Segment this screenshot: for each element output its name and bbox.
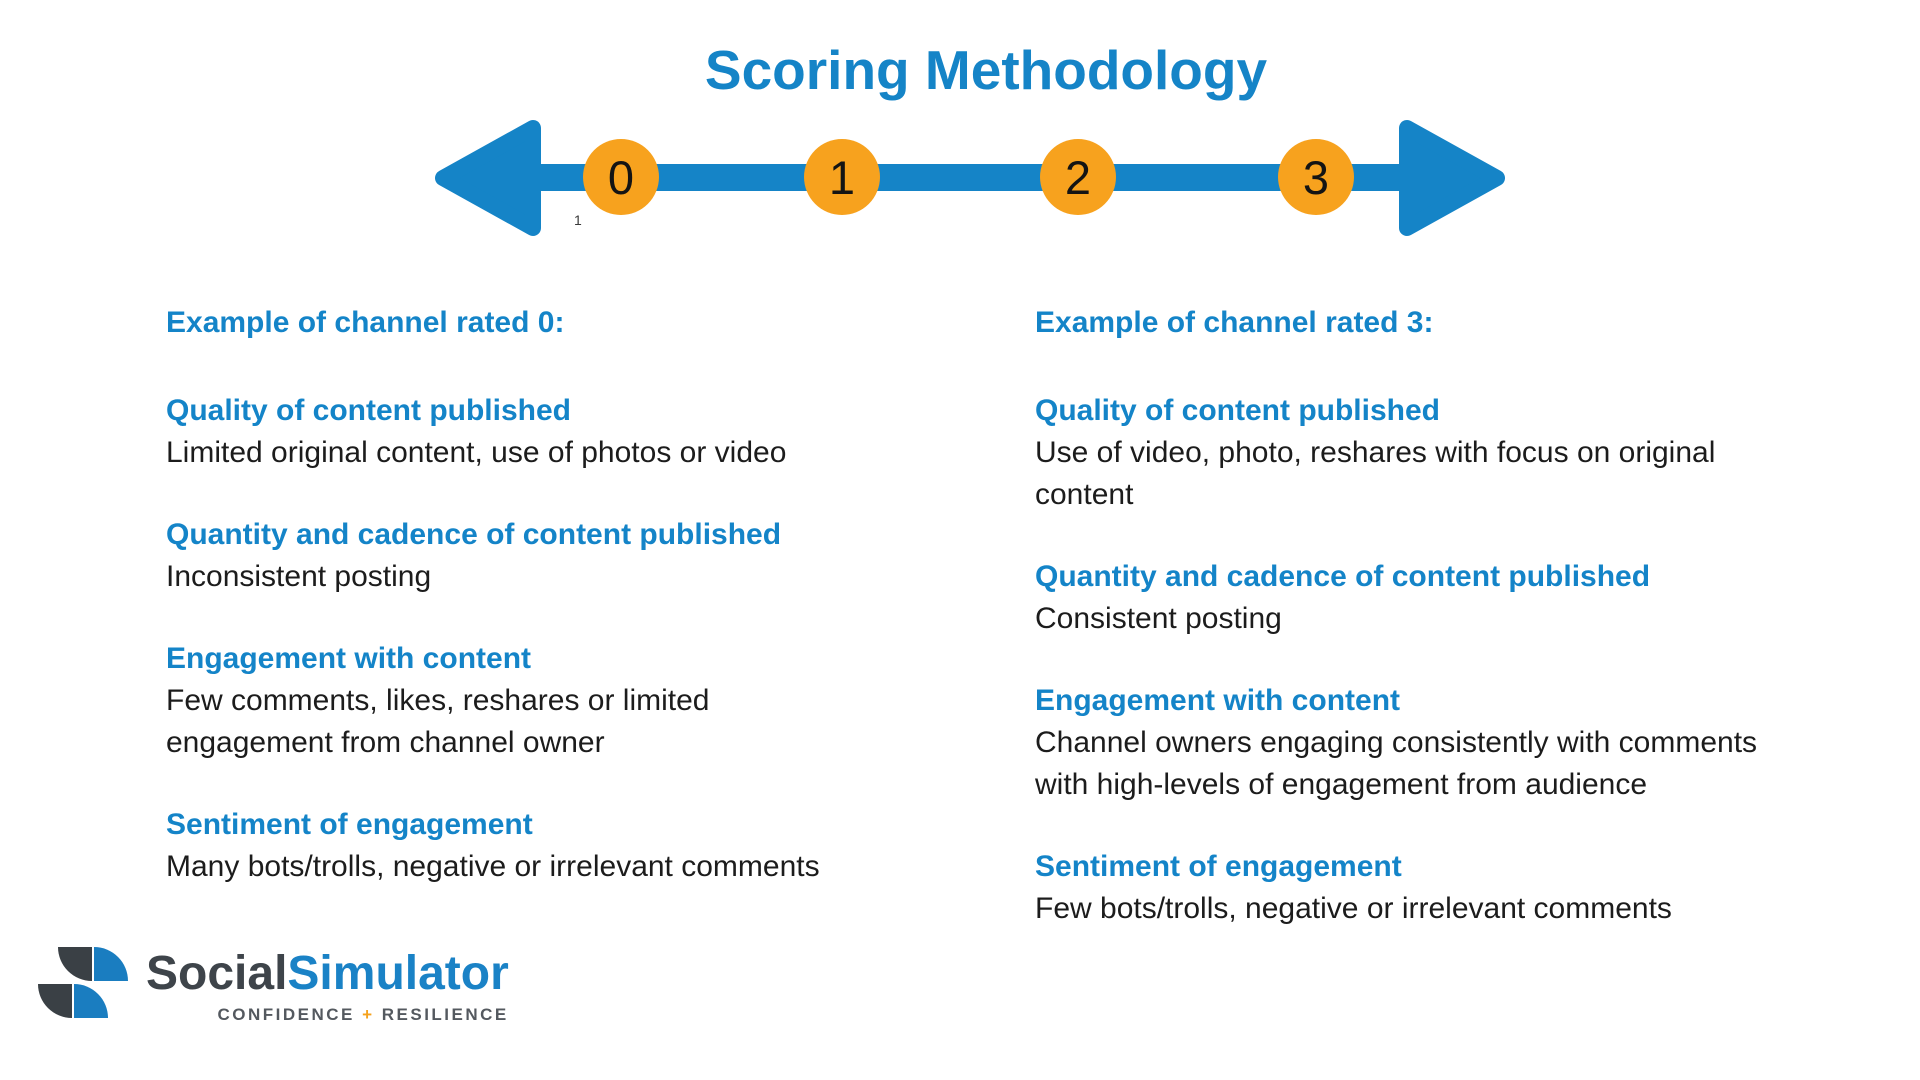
criterion-block: Quantity and cadence of content publishe… — [1035, 556, 1895, 640]
tagline-confidence: CONFIDENCE — [217, 1005, 355, 1024]
criterion-heading: Engagement with content — [1035, 684, 1401, 717]
criterion-text-line: Consistent posting — [1035, 602, 1282, 635]
criterion-text-line: Limited original content, use of photos … — [166, 436, 787, 469]
criterion-block: Quantity and cadence of content publishe… — [166, 514, 926, 598]
arrow-right-head — [1399, 120, 1505, 236]
brand-name: SocialSimulator — [146, 949, 509, 999]
logo-petal-dark-top — [58, 947, 92, 981]
logo-text: SocialSimulator CONFIDENCE + RESILIENCE — [146, 949, 509, 1025]
social-simulator-logo-icon — [38, 947, 130, 1018]
criterion-text-line: Inconsistent posting — [166, 560, 432, 593]
brand-name-simulator: Simulator — [287, 947, 509, 1000]
brand-name-social: Social — [146, 947, 288, 1000]
criterion-block: Engagement with content Channel owners e… — [1035, 680, 1895, 806]
score-marker-0-label: 0 — [607, 150, 635, 204]
brand-tagline: CONFIDENCE + RESILIENCE — [146, 1005, 509, 1025]
criterion-block: Sentiment of engagement Many bots/trolls… — [166, 804, 926, 888]
criterion-text-line: engagement from channel owner — [166, 726, 605, 759]
logo-petal-dark-bottom — [38, 984, 72, 1018]
footnote-marker: 1 — [574, 212, 582, 228]
criterion-text-line: Few bots/trolls, negative or irrelevant … — [1035, 892, 1672, 925]
criterion-block: Quality of content published Use of vide… — [1035, 390, 1895, 516]
score-marker-1: 1 — [804, 139, 880, 215]
criterion-block: Quality of content published Limited ori… — [166, 390, 926, 474]
tagline-plus-icon: + — [362, 1005, 375, 1024]
score-marker-3-label: 3 — [1302, 150, 1330, 204]
criterion-heading: Sentiment of engagement — [166, 808, 533, 841]
criterion-heading: Quantity and cadence of content publishe… — [166, 518, 782, 551]
score-marker-3: 3 — [1278, 139, 1354, 215]
criterion-block: Sentiment of engagement Few bots/trolls,… — [1035, 846, 1895, 930]
criterion-heading: Sentiment of engagement — [1035, 850, 1402, 883]
score-marker-1-label: 1 — [828, 150, 856, 204]
criterion-block: Engagement with content Few comments, li… — [166, 638, 926, 764]
score-marker-2: 2 — [1040, 139, 1116, 215]
tagline-resilience: RESILIENCE — [381, 1005, 509, 1024]
criterion-text-line: Channel owners engaging consistently wit… — [1035, 726, 1758, 759]
score-marker-0: 0 — [583, 139, 659, 215]
logo-petal-blue-top — [94, 947, 128, 981]
criterion-heading: Quality of content published — [166, 394, 571, 427]
column-rated-0-heading: Example of channel rated 0: — [166, 306, 565, 339]
arrow-left-head — [435, 120, 541, 236]
page-title: Scoring Methodology — [704, 39, 1268, 101]
criterion-heading: Quality of content published — [1035, 394, 1440, 427]
criterion-text-line: Use of video, photo, reshares with focus… — [1035, 436, 1716, 469]
logo-petal-blue-bottom — [74, 984, 108, 1018]
criterion-text-line: Few comments, likes, reshares or limited — [166, 684, 710, 717]
criterion-text-line: with high-levels of engagement from audi… — [1035, 768, 1648, 801]
criterion-heading: Engagement with content — [166, 642, 532, 675]
column-rated-0: Example of channel rated 0: Quality of c… — [166, 302, 926, 928]
criterion-heading: Quantity and cadence of content publishe… — [1035, 560, 1651, 593]
criterion-text-line: Many bots/trolls, negative or irrelevant… — [166, 850, 820, 883]
column-rated-3: Example of channel rated 3: Quality of c… — [1035, 302, 1895, 970]
score-marker-2-label: 2 — [1064, 150, 1092, 204]
column-rated-3-heading: Example of channel rated 3: — [1035, 306, 1434, 339]
criterion-text-line: content — [1035, 478, 1134, 511]
